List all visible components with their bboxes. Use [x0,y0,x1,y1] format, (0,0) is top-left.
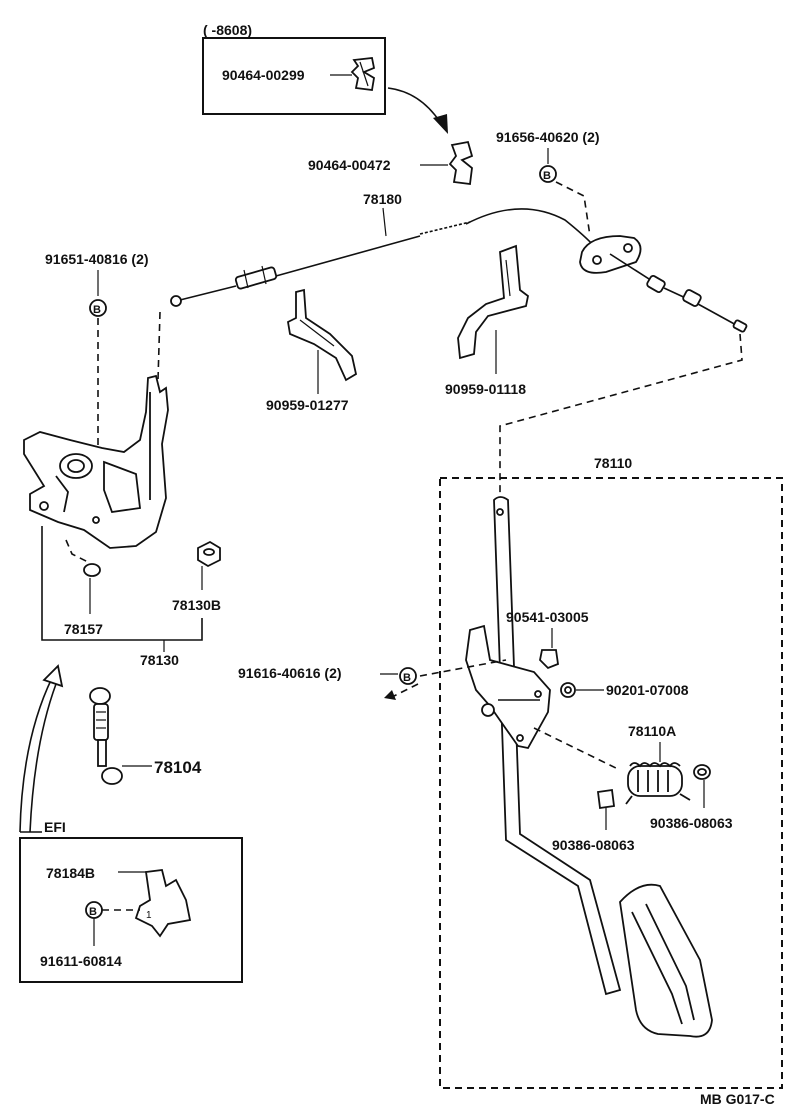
callout-symbol: B [403,672,411,684]
part-label-91616-40616: 91616-40616 (2) [238,665,342,681]
part-label-78180: 78180 [363,191,402,207]
part-label-78110: 78110 [594,455,632,471]
curved-arrow [387,87,448,134]
damper-78104-icon [89,687,123,785]
accelerator-cable [170,208,748,333]
bolt-callout-b-icon: B [89,299,107,317]
part-label-78157: 78157 [64,621,103,637]
bolt-callout-b-icon: B [85,901,103,919]
part-label-91611-60814: 91611-60814 [40,953,122,969]
return-spring-78110a-icon [625,762,691,805]
part-label-91651-40816: 91651-40816 (2) [45,251,149,267]
top-variant-box: ( -8608) 90464-00299 [202,22,386,115]
svg-text:1: 1 [146,910,152,921]
bolt-callout-b-icon: B [539,165,557,183]
cushion-78130b-icon [197,540,221,568]
efi-bracket-icon: 1 [134,869,192,938]
cable-clip-icon [448,140,474,186]
callout-symbol: B [93,304,101,316]
part-label-78130: 78130 [140,652,179,668]
part-label-78184b: 78184B [46,865,95,881]
efi-box: 78184B 1 B 91611-60814 [19,837,243,983]
part-label-90386-08063-right: 90386-08063 [650,815,733,831]
bracket-90959-01277-icon [287,288,358,382]
part-label-90959-01277: 90959-01277 [266,397,349,413]
part-label-90464-00472: 90464-00472 [308,157,391,173]
bracket-90959-01118-icon [457,244,529,360]
callout-symbol: B [543,170,551,182]
top-box-range-label: ( -8608) [203,22,252,38]
callout-symbol: B [89,906,97,918]
pedal-pad-icon [619,883,713,1038]
efi-arrow [19,664,64,833]
nut-90201-icon [560,682,576,698]
part-label-90464-00299: 90464-00299 [222,67,305,83]
diagram-code: MB G017-C [700,1091,775,1107]
part-label-90201-07008: 90201-07008 [606,682,689,698]
part-label-78104: 78104 [154,758,202,777]
clip-90541-icon [539,649,559,670]
accelerator-pedal-arm-icon [465,496,622,996]
bush-90386-right-icon [693,764,711,780]
clip-part-icon [350,57,376,92]
part-label-91656-40620: 91656-40620 (2) [496,129,600,145]
bolt-callout-b-icon: B [399,667,417,685]
part-label-90541-03005: 90541-03005 [506,609,589,625]
pedal-bracket-assembly-icon [23,374,169,549]
clip-78157-icon [83,563,101,577]
efi-label: EFI [44,819,66,835]
part-label-90959-01118: 90959-01118 [445,381,526,397]
part-label-78130b: 78130B [172,597,221,613]
bush-90386-left-icon [596,788,616,810]
part-label-78110a: 78110A [628,723,676,739]
part-label-90386-08063-left: 90386-08063 [552,837,635,853]
